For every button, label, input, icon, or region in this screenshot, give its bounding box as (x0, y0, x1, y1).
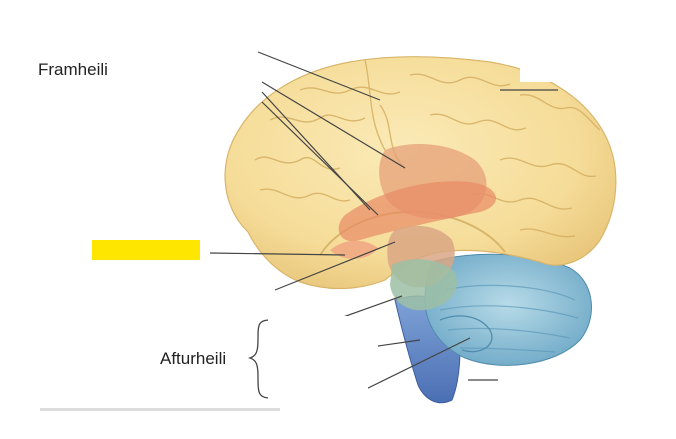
credit-ghost-line (40, 408, 280, 411)
hindbrain-label: Afturheili (160, 349, 227, 368)
label-mask-spinal-cord (498, 370, 558, 390)
label-mask-hindbrain-parts (268, 316, 368, 400)
pons (390, 259, 457, 311)
label-mask-cerebral-cortex (520, 60, 630, 82)
corpus-callosum (338, 181, 497, 242)
label-mask-forebrain-parts (135, 32, 243, 100)
forebrain-label: Framheili (38, 60, 108, 79)
hypothalamus (330, 240, 378, 259)
hindbrain-bracket (247, 319, 271, 399)
highlight-mask (92, 240, 200, 260)
label-mask-midbrain (180, 282, 270, 300)
